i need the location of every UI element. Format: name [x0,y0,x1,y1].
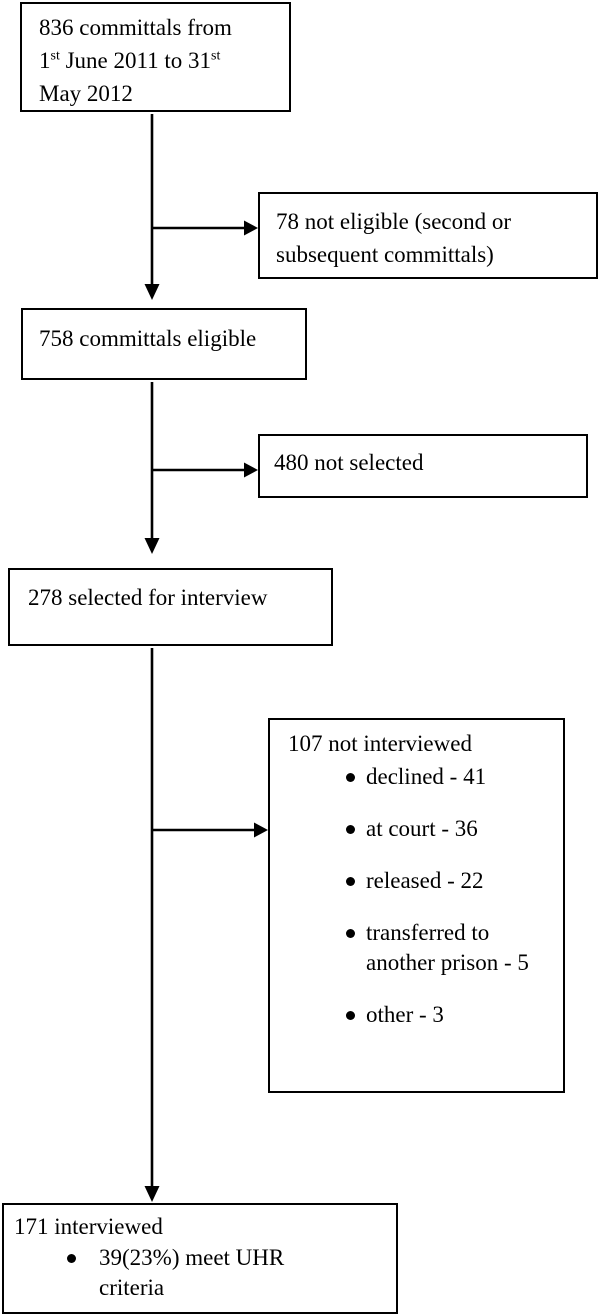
box-not-selected: 480 not selected [258,434,588,498]
superscript-st: st [50,48,60,64]
bullet-item: released - 22 [346,866,548,896]
bullet-item: at court - 36 [346,814,548,844]
box-committals: 836 committals from 1st June 2011 to 31s… [20,2,291,112]
committals-line2: 1st June 2011 to 31st [39,48,221,73]
not-interviewed-title: 107 not interviewed [288,731,472,756]
not-eligible-text: 78 not eligible (second or subsequent co… [276,209,512,267]
arrowhead-right-2 [244,462,258,478]
not-selected-text: 480 not selected [274,450,424,475]
bullet-item: other - 3 [346,1000,548,1030]
not-interviewed-bullet-list: declined - 41 at court - 36 released - 2… [288,762,549,1030]
selected-text: 278 selected for interview [28,585,268,610]
box-not-eligible: 78 not eligible (second or subsequent co… [258,192,598,279]
eligible-text: 758 committals eligible [39,326,257,351]
bullet-item: 39(23%) meet UHR criteria [67,1243,321,1303]
box-interviewed: 171 interviewed 39(23%) meet UHR criteri… [2,1203,398,1314]
bullet-item: transferred to another prison - 5 [346,918,548,978]
interviewed-bullet-list: 39(23%) meet UHR criteria [14,1243,388,1303]
bullet-item: declined - 41 [346,762,548,792]
box-eligible: 758 committals eligible [21,308,307,380]
arrowhead-down-3 [144,1186,160,1202]
arrowhead-down-2 [144,538,160,554]
box-not-interviewed: 107 not interviewed declined - 41 at cou… [268,718,565,1093]
interviewed-title: 171 interviewed [14,1214,163,1239]
arrowhead-right-1 [244,220,258,236]
box-selected-for-interview: 278 selected for interview [8,568,333,646]
arrowhead-down-1 [144,284,160,300]
committals-line1: 836 committals from [39,15,232,40]
arrowhead-right-3 [254,822,268,838]
committals-line3: May 2012 [39,81,133,106]
superscript-st: st [211,48,221,64]
